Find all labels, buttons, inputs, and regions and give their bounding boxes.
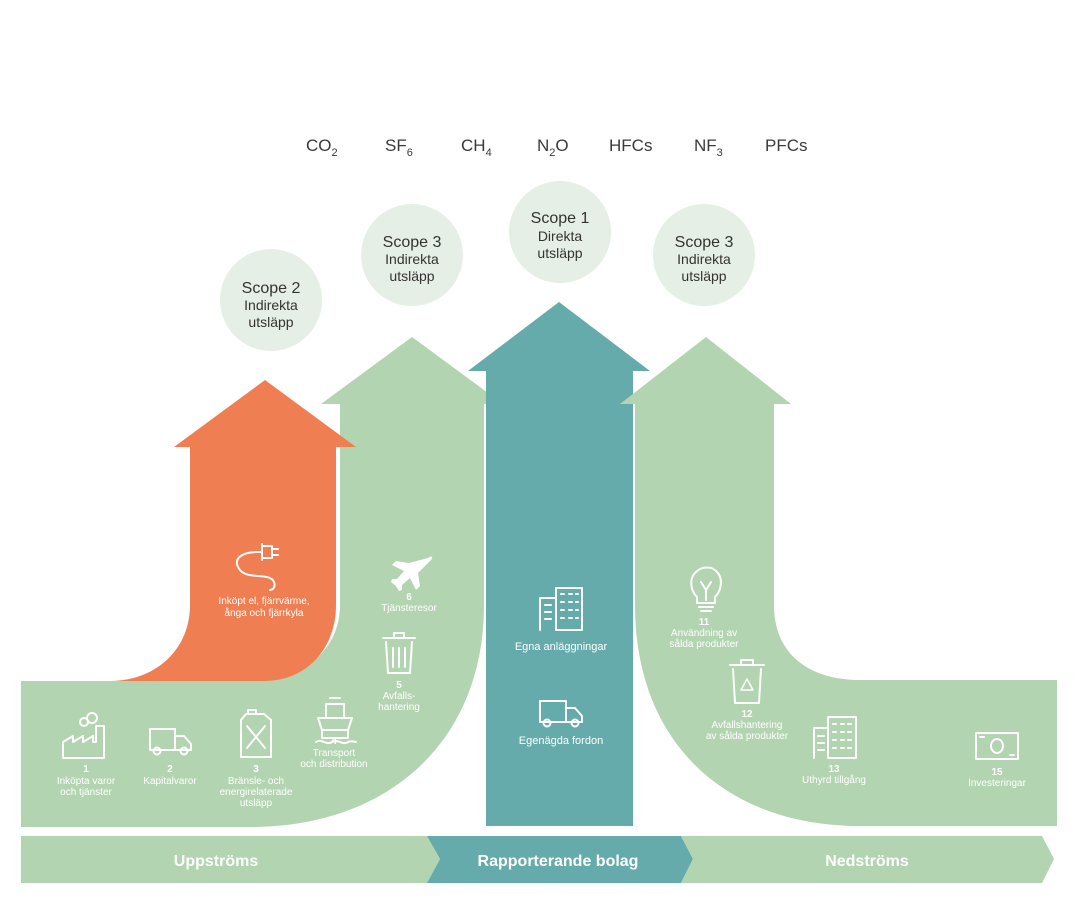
- band-company: [427, 836, 693, 883]
- downstream-item-12-line1: Avfallshantering: [712, 720, 783, 731]
- scope3-upstream-line2: utsläpp: [389, 268, 434, 284]
- scope3-downstream-line1: Indirekta: [677, 251, 731, 267]
- downstream-item-11-line2: sålda produkter: [670, 638, 740, 650]
- factory-icon: [62, 712, 105, 759]
- scope1-circle: Scope 1 Direkta utsläpp: [509, 181, 611, 283]
- downstream-item-12: 12 Avfallshantering av sålda produkter: [706, 659, 789, 742]
- gas-ch4: CH4: [461, 136, 492, 159]
- scope3-downstream-arrow: [620, 337, 1057, 826]
- fuel-can-icon: [240, 709, 272, 758]
- truck-icon: [149, 728, 192, 756]
- upstream-item-4: 4 Transport och distribution: [300, 697, 368, 770]
- upstream-item-3-line2: energirelaterade: [220, 787, 293, 798]
- scope2-item-line2: ånga och fjärrkyla: [225, 607, 304, 619]
- scope2-arrow: [110, 380, 356, 681]
- bottom-bands: Uppströms Rapporterande bolag Nedströms: [21, 836, 1054, 883]
- gas-co2: CO2: [306, 136, 338, 159]
- scope3-downstream-circle: Scope 3 Indirekta utsläpp: [653, 204, 755, 306]
- downstream-item-13-line1: Uthyrd tillgång: [802, 774, 866, 786]
- company-item-vehicles-label: Egenägda fordon: [519, 735, 603, 747]
- band-upstream: [21, 836, 440, 883]
- upstream-item-4-line1: Transport: [313, 748, 356, 759]
- scope3-downstream-title: Scope 3: [675, 234, 734, 251]
- downstream-item-12-num: 12: [741, 709, 753, 720]
- downstream-item-12-line2: av sålda produkter: [706, 730, 789, 742]
- ship-icon: [315, 697, 357, 745]
- gas-pfcs: PFCs: [765, 136, 808, 155]
- plug-icon: [235, 543, 279, 591]
- downstream-item-15-line1: Investeringar: [968, 778, 1026, 789]
- upstream-item-3: 3 Bränsle- och energirelaterade utsläpp: [220, 709, 293, 809]
- upstream-item-5-num: 5: [396, 680, 402, 691]
- upstream-item-6: 6 Tjänsteresor: [381, 556, 437, 614]
- upstream-item-1-line2: och tjänster: [60, 787, 112, 798]
- upstream-item-5-line2: hantering: [378, 702, 420, 713]
- band-company-label: Rapporterande bolag: [478, 853, 639, 870]
- trash-icon: [382, 632, 416, 674]
- scope1-line1: Direkta: [538, 228, 583, 244]
- upstream-item-1: 1 Inköpta varor och tjänster: [57, 712, 116, 798]
- scope2-title: Scope 2: [242, 280, 301, 297]
- downstream-item-11-num: 11: [699, 617, 710, 628]
- band-upstream-label: Uppströms: [174, 853, 259, 870]
- lightbulb-icon: [690, 566, 722, 612]
- upstream-item-1-num: 1: [83, 764, 89, 775]
- upstream-item-3-line1: Bränsle- och: [228, 776, 284, 787]
- airplane-icon: [391, 556, 433, 591]
- gas-n2o: N2O: [537, 136, 569, 159]
- upstream-item-2-line1: Kapitalvaror: [143, 776, 197, 787]
- scope2-item-line1: Inköpt el, fjärrvärme,: [218, 596, 309, 607]
- company-item-facilities: Egna anläggningar: [515, 587, 608, 653]
- downstream-item-15-num: 15: [991, 767, 1003, 778]
- upstream-item-6-line1: Tjänsteresor: [381, 603, 437, 614]
- scope3-upstream-title: Scope 3: [383, 234, 442, 251]
- downstream-item-13-num: 13: [828, 764, 840, 775]
- downstream-item-13: 13 Uthyrd tillgång: [802, 716, 866, 786]
- scope2-line1: Indirekta: [244, 297, 298, 313]
- recycle-bin-icon: [729, 659, 765, 704]
- building-icon: [539, 587, 583, 631]
- band-downstream-label: Nedströms: [825, 853, 909, 870]
- scope1-title: Scope 1: [531, 210, 590, 227]
- upstream-item-2: 2 Kapitalvaror: [143, 728, 197, 787]
- gas-row: CO2 SF6 CH4 N2O HFCs NF3 PFCs: [306, 136, 808, 159]
- upstream-item-6-num: 6: [406, 592, 412, 603]
- scope3-upstream-arrow: [21, 337, 503, 827]
- upstream-item-5-line1: Avfalls-: [383, 691, 416, 702]
- banknote-icon: [975, 732, 1019, 760]
- upstream-item-3-num: 3: [253, 764, 259, 775]
- upstream-item-2-num: 2: [167, 764, 173, 775]
- scope2-circle: Scope 2 Indirekta utsläpp: [220, 249, 322, 351]
- scope3-downstream-line2: utsläpp: [681, 268, 726, 284]
- scope2-line2: utsläpp: [248, 314, 293, 330]
- upstream-item-5: 5 Avfalls- hantering: [378, 632, 420, 713]
- upstream-item-4-line2: och distribution: [300, 759, 367, 770]
- upstream-item-1-line1: Inköpta varor: [57, 776, 116, 787]
- office-building-icon: [813, 716, 857, 759]
- downstream-item-11-line1: Användning av: [671, 628, 737, 639]
- band-downstream: [681, 836, 1054, 883]
- gas-hfcs: HFCs: [609, 136, 652, 155]
- scope3-upstream-line1: Indirekta: [385, 251, 439, 267]
- gas-sf6: SF6: [385, 136, 413, 159]
- scope2-item: Inköpt el, fjärrvärme, ånga och fjärrkyl…: [218, 543, 310, 619]
- scope1-arrow: [468, 302, 650, 826]
- upstream-item-3-line3: utsläpp: [240, 798, 273, 809]
- upstream-item-4-num: 4: [331, 736, 337, 747]
- downstream-item-15: 15 Investeringar: [968, 732, 1027, 789]
- downstream-item-11: 11 Användning av sålda produkter: [670, 566, 740, 650]
- truck-icon: [539, 700, 583, 728]
- gas-nf3: NF3: [694, 136, 723, 159]
- scope1-line2: utsläpp: [537, 245, 582, 261]
- company-item-facilities-label: Egna anläggningar: [515, 641, 608, 653]
- scope3-upstream-circle: Scope 3 Indirekta utsläpp: [361, 204, 463, 306]
- company-item-vehicles: Egenägda fordon: [519, 700, 603, 747]
